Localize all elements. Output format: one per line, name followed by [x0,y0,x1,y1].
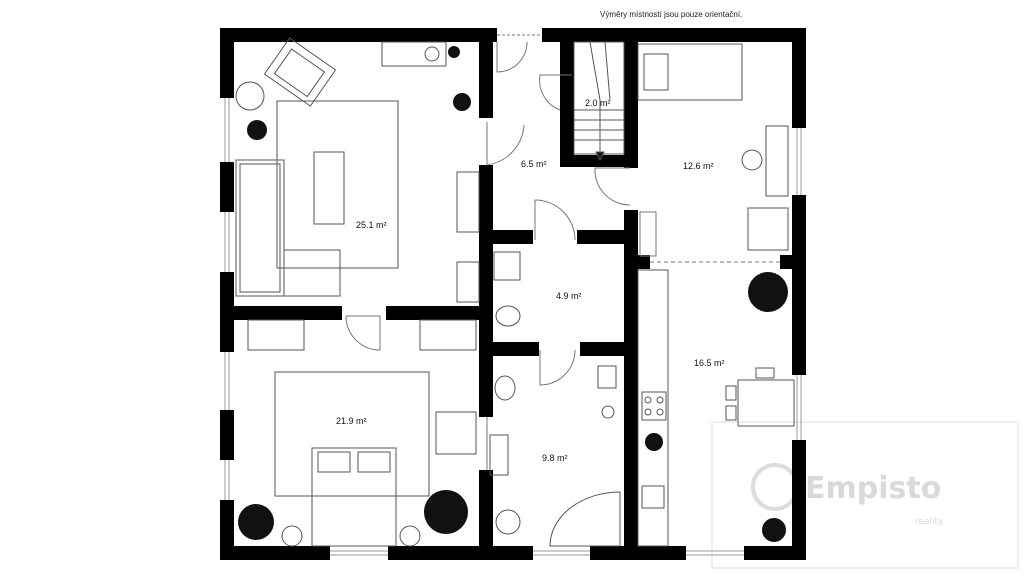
armchair [747,207,789,251]
walls [220,28,806,560]
toilet [493,251,521,281]
brand-logo-icon [751,463,799,511]
area-kitchen: 16.5 m² [694,358,725,368]
bedroom-furniture [247,319,477,547]
desk [765,125,789,197]
tv-console [381,41,447,67]
bedroom-plant-icon [238,490,468,540]
fan-icon [399,525,421,547]
staircase [573,41,625,162]
kitchen-furniture [637,269,795,547]
desk [247,319,305,351]
coffee-table [313,151,345,225]
bathtub [549,491,621,547]
area-hall: 6.5 m² [521,159,547,169]
room-labels: 25.1 m² 6.5 m² 2.0 m² 12.6 m² 4.9 m² 16.… [336,98,725,463]
dining-table [737,379,795,427]
chair [435,411,477,455]
sink [495,305,521,327]
toilet [494,375,516,401]
area-stairs: 2.0 m² [585,98,611,108]
fan-icon [235,81,265,111]
desk [456,171,480,233]
shelf [597,365,617,389]
living-room-furniture [235,37,480,303]
cabinet [456,261,480,303]
double-bed [311,447,397,547]
kitchen-plant-icon [645,272,788,542]
drain [495,509,521,535]
area-bathroom: 9.8 m² [542,453,568,463]
kitchen-counter [637,269,669,547]
plant-icon [247,46,471,140]
brand-subtitle: reality [915,517,944,527]
stove [641,391,667,421]
sink [641,485,665,509]
desk-chair [741,149,763,171]
armchair [263,37,337,107]
area-wc: 4.9 m² [556,291,582,301]
sink [489,434,509,476]
disclaimer-note: Výměry místností jsou pouze orientační. [600,10,743,19]
rug [274,371,430,497]
fan-icon [281,525,303,547]
area-living-room: 25.1 m² [356,220,387,230]
sofa [235,159,341,297]
watermark: Empisto reality [711,421,1019,569]
bedroom2-furniture [637,43,789,251]
single-bed [637,43,743,101]
doors [345,34,780,470]
bathroom-fixtures [489,251,621,547]
rug [276,100,399,269]
windows [224,98,802,556]
area-bedroom: 21.9 m² [336,416,367,426]
dresser [419,319,477,351]
area-bedroom-small: 12.6 m² [683,161,714,171]
brand-wordmark: Empisto [805,471,941,506]
